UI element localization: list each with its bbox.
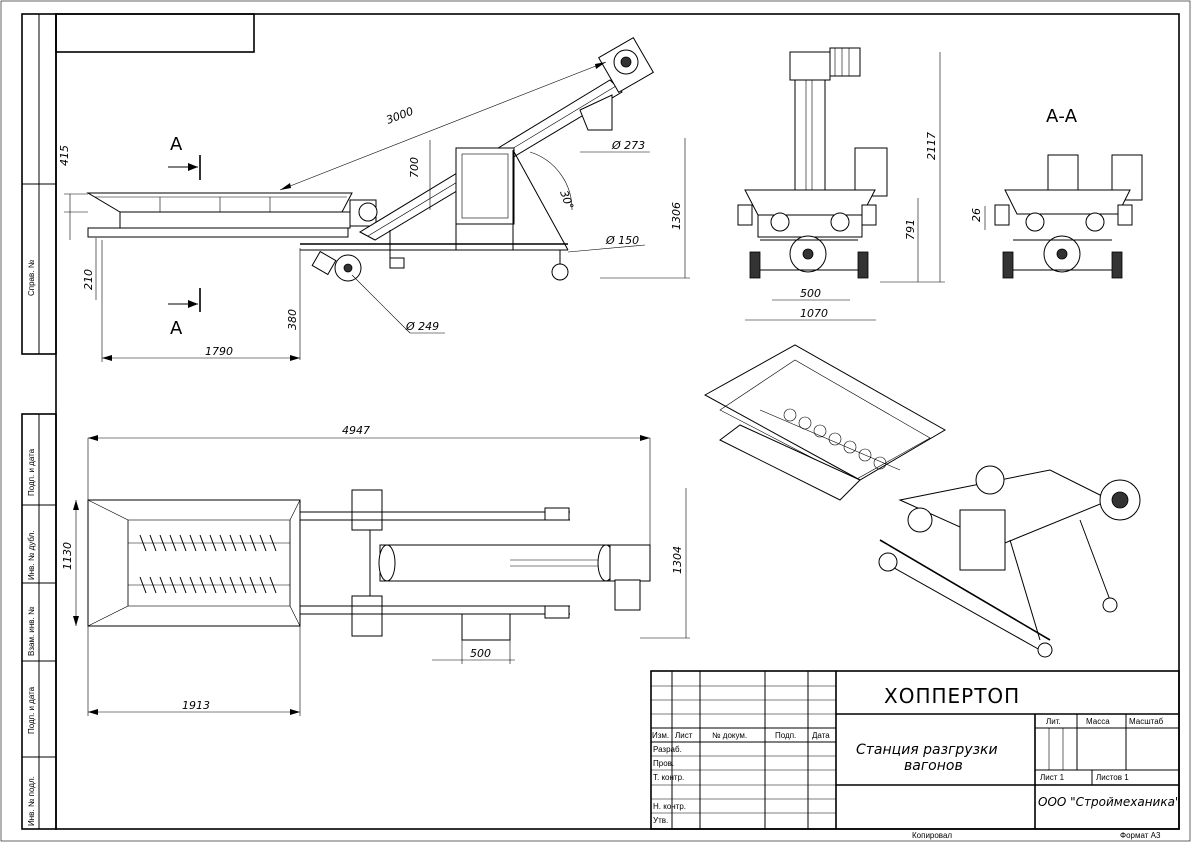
tb-utv: Утв. <box>653 816 668 825</box>
tb-sign: Подп. <box>775 731 796 740</box>
dim-3000: 3000 <box>384 105 415 127</box>
dim-415: 415 <box>58 145 71 166</box>
stamp-podp-data-1: Подп. и дата <box>27 448 36 496</box>
tb-scale: Масштаб <box>1129 717 1164 726</box>
dim-1790: 1790 <box>205 345 233 358</box>
plan-control-box <box>461 613 511 641</box>
tb-prov: Пров. <box>653 759 674 768</box>
section-mark-a-bottom: А <box>170 318 183 339</box>
dim-500-plan: 500 <box>470 647 491 660</box>
dim-26: 26 <box>970 208 983 222</box>
section-mark-a-top: А <box>170 134 183 155</box>
tb-mass: Масса <box>1086 717 1110 726</box>
front-view: 2117 791 500 1070 <box>737 47 945 321</box>
front-top-motor <box>829 47 861 77</box>
isometric-view <box>703 344 1141 658</box>
dim-4947: 4947 <box>342 424 370 437</box>
tb-doc: № докум. <box>712 731 747 740</box>
plan-view: 4947 1130 1304 500 1913 <box>61 424 690 716</box>
tb-format: Формат А3 <box>1120 831 1161 840</box>
dim-700: 700 <box>408 157 421 178</box>
screw-flights <box>139 534 277 594</box>
title-block: Изм. Лист № докум. Подп. Дата Разраб. Пр… <box>650 670 1180 840</box>
discharge-chute <box>579 94 613 131</box>
tb-razrab: Разраб. <box>653 745 682 754</box>
dim-d249: Ø 249 <box>405 320 439 333</box>
plan-conveyor-tube <box>379 544 611 582</box>
front-hopper <box>744 189 876 216</box>
dim-d273: Ø 273 <box>611 139 645 152</box>
tb-lit: Лит. <box>1046 717 1061 726</box>
section-aa: А-А 26 <box>970 106 1143 279</box>
iso-control-box <box>959 509 1006 571</box>
dim-500-front: 500 <box>800 287 821 300</box>
stamp-inv-dubl: Инв. № дубл. <box>27 530 36 580</box>
lower-frame-beam <box>87 227 349 238</box>
dim-d150: Ø 150 <box>605 234 639 247</box>
stamp-sprav: Справ. № <box>27 259 36 296</box>
dim-380: 380 <box>286 309 299 330</box>
side-view: 3000 415 700 Ø 273 30° 1306 Ø 150 210 38… <box>58 36 690 362</box>
dim-2117: 2117 <box>925 132 938 160</box>
tb-list: Лист <box>675 731 693 740</box>
dim-1913: 1913 <box>182 699 210 712</box>
dim-1130: 1130 <box>61 542 74 570</box>
tb-company-code: ХОППЕРТОП <box>884 684 1020 708</box>
plan-drive-motor <box>609 544 651 582</box>
control-box <box>455 147 515 225</box>
rear-caster <box>551 263 569 281</box>
tb-tkontr: Т. контр. <box>653 773 684 782</box>
dim-1070: 1070 <box>800 307 828 320</box>
dim-1304: 1304 <box>671 546 684 574</box>
stamp-podp-data-2: Подп. и дата <box>27 686 36 734</box>
dim-1306: 1306 <box>670 202 683 230</box>
tb-sheets: Листов 1 <box>1096 773 1129 782</box>
tb-date: Дата <box>812 731 830 740</box>
top-left-stamp <box>55 13 255 53</box>
stamp-vzam-inv: Взам. инв. № <box>27 606 36 656</box>
section-aa-label: А-А <box>1046 106 1078 127</box>
tb-sheet: Лист 1 <box>1040 773 1065 782</box>
tb-drawing-name-2: вагонов <box>904 758 963 774</box>
tb-drawing-name-1: Станция разгрузки <box>856 742 998 758</box>
stamp-inv-podl: Инв. № подл. <box>27 776 36 826</box>
dim-210: 210 <box>82 269 95 290</box>
tb-organization: ООО "Строймеханика" <box>1038 795 1180 809</box>
tb-nkontr: Н. контр. <box>653 802 686 811</box>
tb-copied: Копировал <box>912 831 952 840</box>
side-stamp-top: Справ. № <box>21 13 57 355</box>
side-stamp-bottom: Подп. и дата Инв. № дубл. Взам. инв. № П… <box>21 413 57 830</box>
iso-hopper-top <box>703 344 946 481</box>
tb-izm: Изм. <box>652 731 669 740</box>
plan-hopper <box>87 499 301 627</box>
dim-791: 791 <box>904 219 917 240</box>
dim-30deg: 30° <box>557 189 576 212</box>
vertical-tube <box>794 79 826 201</box>
screw-trough <box>119 211 351 229</box>
